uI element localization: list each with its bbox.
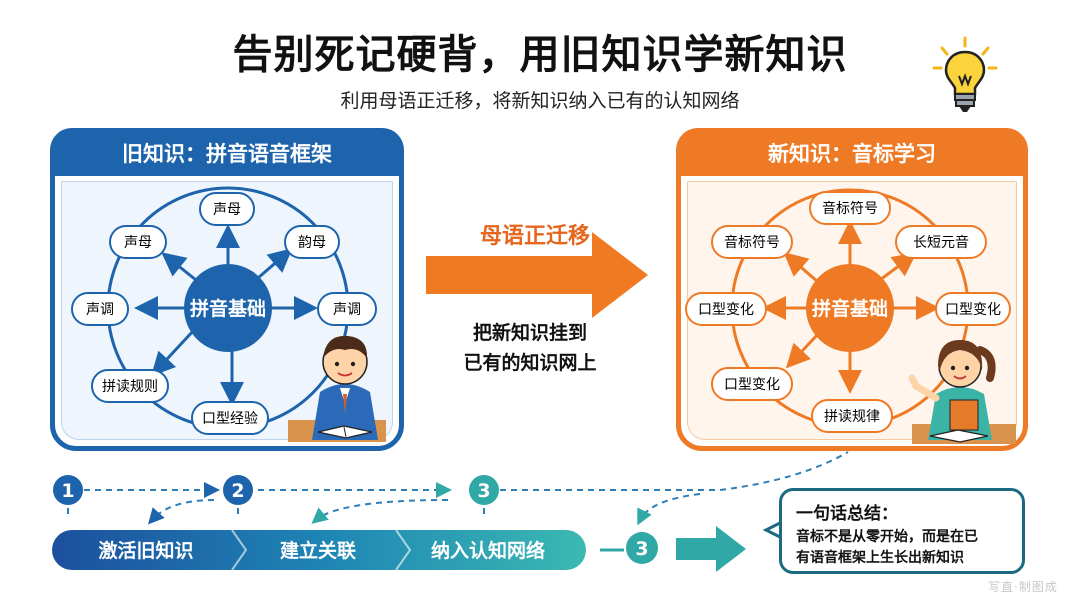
transfer-label: 母语正迁移 <box>479 224 590 249</box>
step-number-circle <box>626 532 658 564</box>
transfer-caption-line: 已有的知识网上 <box>463 352 597 374</box>
new-node-label: 口型变化 <box>945 302 1001 318</box>
new-node-label: 口型变化 <box>724 377 780 393</box>
step-number-circle <box>223 475 253 505</box>
new-hub-label: 拼音基础 <box>812 297 888 320</box>
new-hub <box>806 264 894 352</box>
old-node-label: 拼读规则 <box>102 378 158 395</box>
new-knowledge-heading: 新知识：音标学习 <box>676 128 1028 176</box>
summary-tail <box>762 520 783 540</box>
watermark: 写直·制图成 <box>988 580 1058 594</box>
step-label: 纳入认知网络 <box>431 539 545 562</box>
new-node-label: 音标符号 <box>724 234 780 251</box>
new-node-label: 长短元音 <box>913 234 969 251</box>
transfer-arrow <box>426 232 648 318</box>
page-subtitle: 利用母语正迁移，将新知识纳入已有的认知网络 <box>340 90 740 112</box>
page-title: 告别死记硬背，用旧知识学新知识 <box>232 32 848 78</box>
summary-text: 音标不是从零开始，而是在已 有语音框架上生长出新知识 <box>796 527 1008 569</box>
old-node-label: 韵母 <box>298 235 326 251</box>
step-number-circle <box>53 475 83 505</box>
old-node-label: 口型经验 <box>202 411 258 427</box>
old-node <box>71 192 377 435</box>
summary-line: 有语音框架上生长出新知识 <box>796 550 964 566</box>
summary-line: 音标不是从零开始，而是在已 <box>796 529 978 545</box>
step-connector <box>67 451 849 526</box>
old-hub <box>184 264 272 352</box>
step-number-circle <box>469 475 499 505</box>
step-number: 2 <box>231 480 244 502</box>
old-knowledge-heading: 旧知识：拼音语音框架 <box>50 128 404 176</box>
summary-title: 一句话总结： <box>796 504 898 524</box>
step-number: 3 <box>635 538 648 560</box>
boy-student-illustration <box>288 335 386 442</box>
new-node-label: 口型变化 <box>698 302 754 318</box>
summary-box: 一句话总结： 音标不是从零开始，而是在已 有语音框架上生长出新知识 <box>779 488 1025 574</box>
old-spokes <box>134 224 318 406</box>
old-node-label: 声调 <box>86 302 114 318</box>
old-hub-label: 拼音基础 <box>190 297 266 320</box>
old-node-label: 声母 <box>124 235 152 251</box>
step-number: 3 <box>477 480 490 502</box>
summary-arrow <box>676 526 746 572</box>
transfer-caption-line: 把新知识挂到 <box>472 322 587 344</box>
transfer-caption: 把新知识挂到 已有的知识网上 <box>430 318 630 378</box>
step-number: 1 <box>61 480 74 502</box>
new-node <box>685 191 1011 433</box>
old-node-label: 声母 <box>213 202 241 218</box>
new-spokes <box>762 220 940 394</box>
girl-student-illustration <box>908 340 1016 444</box>
old-node-label: 声调 <box>333 302 361 318</box>
new-node-label: 音标符号 <box>822 200 878 217</box>
step-label: 建立关联 <box>280 539 356 562</box>
new-node-label: 拼读规律 <box>824 408 880 425</box>
step-label: 激活旧知识 <box>98 539 193 562</box>
steps-pill <box>52 530 586 570</box>
lightbulb-icon <box>932 36 998 112</box>
